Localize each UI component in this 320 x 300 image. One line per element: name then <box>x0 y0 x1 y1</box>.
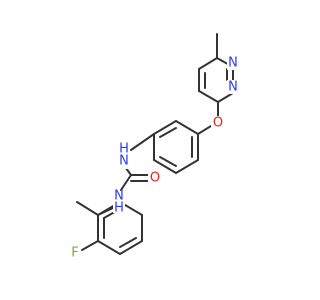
svg-text:O: O <box>150 171 160 186</box>
svg-text:O: O <box>213 116 223 131</box>
tolyl-methyl <box>76 201 99 216</box>
carbonyl-oxygen-label: O <box>148 171 162 186</box>
atom-labels: N N O H N O N H F <box>69 56 239 261</box>
svg-text:N: N <box>114 189 124 204</box>
svg-text:N: N <box>119 154 129 169</box>
ether-bonds <box>197 101 219 135</box>
fluorine-label: F <box>69 246 81 261</box>
svg-text:N: N <box>228 56 238 71</box>
phenoxy-ring <box>153 120 199 174</box>
svg-text:H: H <box>114 201 124 216</box>
fluoro-tolyl-ring <box>97 201 143 255</box>
pyridazine-ring <box>198 57 234 109</box>
lower-nh-label: N H <box>113 189 125 216</box>
pyridazine-nitrogen-1-label: N <box>227 56 239 71</box>
upper-nh-label: H N <box>118 142 130 169</box>
ether-oxygen-label: O <box>211 116 225 131</box>
pyridazine-nitrogen-2-label: N <box>227 80 239 95</box>
svg-text:N: N <box>228 80 238 95</box>
molecule-structure-diagram: N N O H N O N H F <box>69 33 239 261</box>
svg-text:H: H <box>119 142 129 157</box>
fluorine-bond <box>81 240 99 251</box>
svg-text:F: F <box>71 246 78 261</box>
